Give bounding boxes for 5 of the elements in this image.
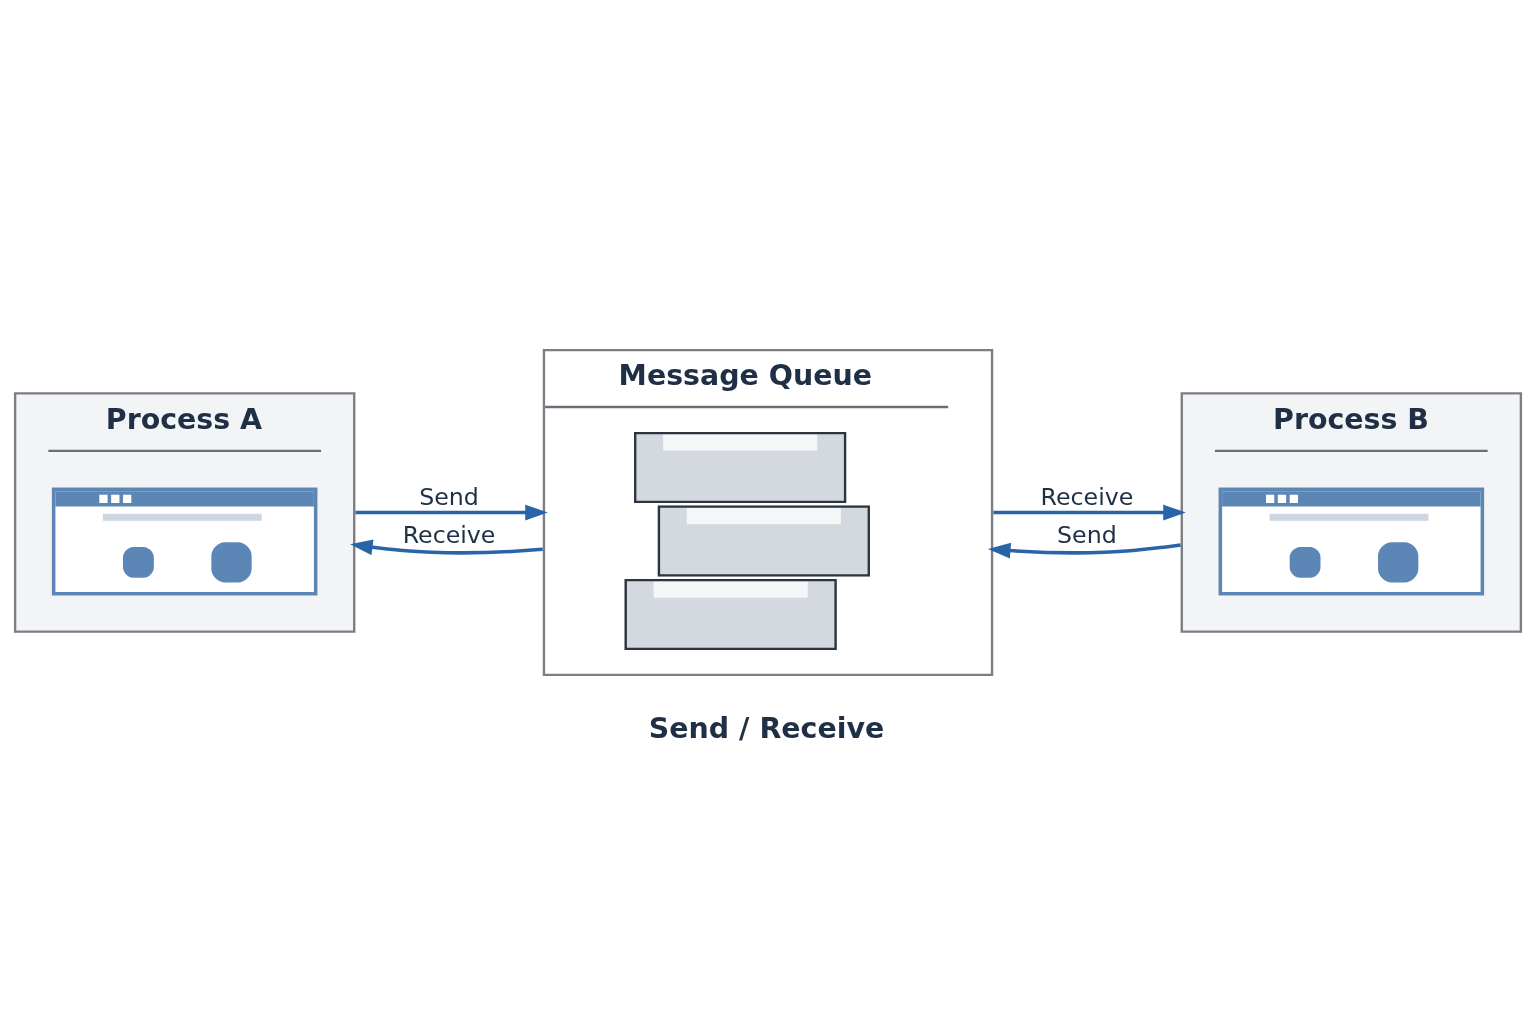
node-label: Send / Receive xyxy=(648,711,885,745)
edge-label: Send xyxy=(1057,520,1117,549)
edge-label: Receive xyxy=(402,520,496,549)
edge-label: Send xyxy=(419,482,479,511)
edge-label: Receive xyxy=(1040,482,1134,511)
